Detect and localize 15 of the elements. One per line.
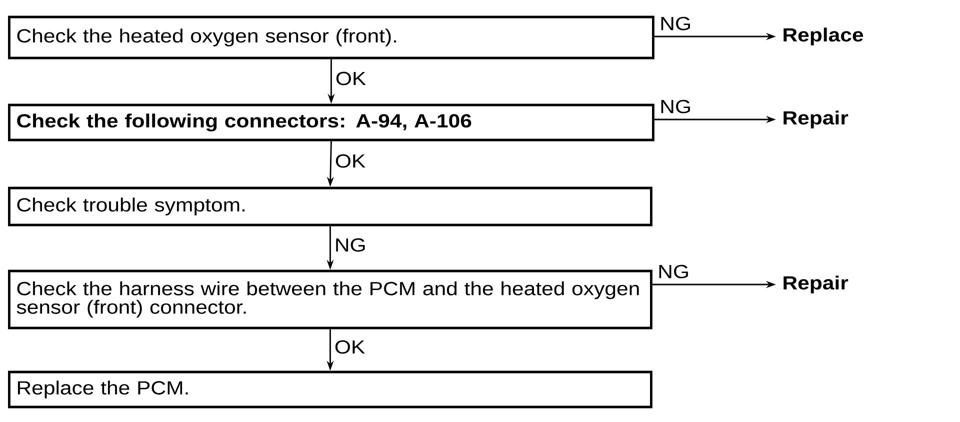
process-box: Check the harness wire between the PCM and the heated oxygen sensor (front) connector. [8, 270, 652, 330]
edge-label: NG [656, 264, 691, 280]
edge-label: OK [333, 339, 366, 355]
edge-label: NG [658, 98, 693, 114]
process-box: Replace the PCM. [8, 370, 652, 408]
process-box: Check the heated oxygen sensor (front). [8, 16, 654, 60]
outcome-text: Repair [784, 110, 848, 128]
edge-label: OK [334, 153, 367, 169]
edge-label: NG [658, 16, 693, 32]
outcome-text: Repair [784, 276, 848, 294]
outcome-text: Replace [784, 28, 864, 46]
process-box: Check trouble symptom. [8, 186, 652, 226]
edge-label: NG [333, 237, 368, 253]
process-box: Check the following connectors: A-94, A-106 [8, 104, 654, 142]
edge-label: OK [334, 70, 368, 86]
